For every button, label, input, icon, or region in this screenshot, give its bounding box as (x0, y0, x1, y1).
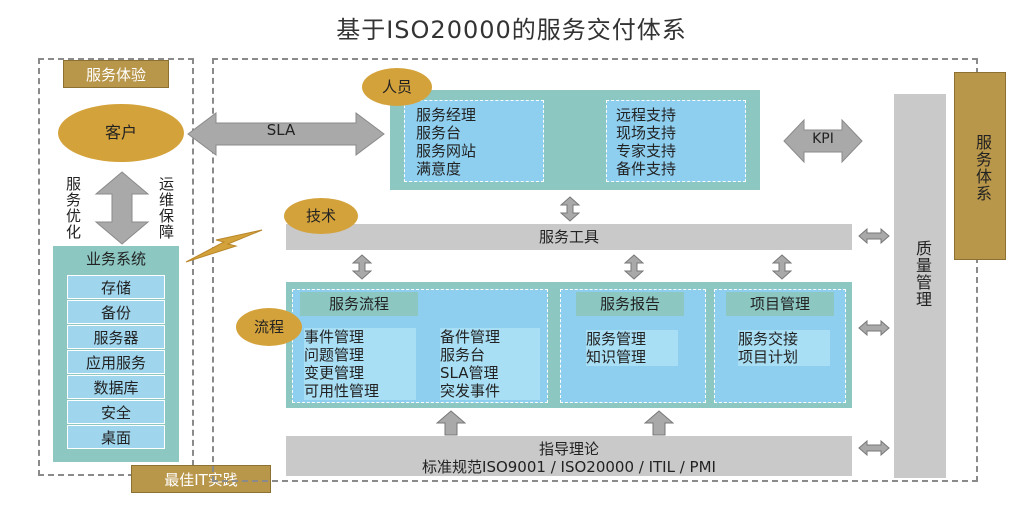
business-item-desktop: 桌面 (67, 425, 165, 449)
project-item: 服务交接 (738, 330, 830, 348)
business-item-server: 服务器 (67, 325, 165, 349)
kpi-arrow-icon (783, 118, 863, 164)
business-item-storage: 存储 (67, 275, 165, 299)
flow-item: 可用性管理 (304, 382, 416, 400)
lightning-icon (185, 229, 263, 263)
service-report-header: 服务报告 (576, 292, 684, 316)
tech-tag: 技术 (284, 198, 358, 234)
people-col1-box (404, 100, 544, 182)
flow-item: 突发事件 (440, 382, 540, 400)
flow-item: 变更管理 (304, 364, 416, 382)
updown-small-arrow-icon (624, 254, 644, 280)
business-item-app-service: 应用服务 (67, 350, 165, 374)
people-item: 服务台 (416, 124, 462, 142)
flow-item: 事件管理 (304, 328, 416, 346)
flow-item: 服务台 (440, 346, 540, 364)
quality-management-label: 质量管理 (913, 240, 932, 308)
service-optimize-label: 服务优化 (64, 176, 82, 240)
people-col2-box (606, 100, 746, 182)
business-systems-header: 业务系统 (85, 250, 146, 268)
left-panel-frame (38, 58, 194, 476)
flow-item: SLA管理 (440, 364, 540, 382)
service-system-bar (954, 72, 1006, 260)
up-arrow-icon (436, 410, 466, 436)
kpi-label: KPI (812, 131, 834, 147)
diagram-title: 基于ISO20000的服务交付体系 (336, 16, 687, 44)
business-item-security: 安全 (67, 400, 165, 424)
project-management-header: 项目管理 (726, 292, 834, 316)
business-item-database: 数据库 (67, 375, 165, 399)
leftright-arrow-icon (858, 440, 890, 456)
service-experience-label: 服务体验 (63, 60, 169, 88)
updown-small-arrow-icon (352, 254, 372, 280)
flow-item: 问题管理 (304, 346, 416, 364)
people-item: 备件支持 (616, 160, 677, 178)
main-frame (212, 58, 978, 482)
people-item: 现场支持 (616, 124, 677, 142)
people-item: 服务网站 (416, 142, 477, 160)
project-item: 项目计划 (738, 348, 830, 366)
updown-small-arrow-icon (772, 254, 792, 280)
customer-node: 客户 (58, 104, 184, 162)
guidance-standards: 标准规范ISO9001 / ISO20000 / ITIL / PMI (422, 458, 716, 476)
business-item-backup: 备份 (67, 300, 165, 324)
updown-small-arrow-icon (560, 196, 580, 222)
people-tag: 人员 (362, 68, 432, 106)
best-it-practice-label: 最佳IT实践 (131, 465, 271, 493)
guidance-bar (286, 436, 852, 476)
flow-item: 备件管理 (440, 328, 540, 346)
updown-arrow-icon (94, 171, 150, 245)
people-item: 服务经理 (416, 106, 477, 124)
ops-support-label: 运维保障 (157, 176, 175, 240)
report-item: 服务管理 (586, 330, 678, 348)
service-flow-header: 服务流程 (300, 292, 418, 316)
sla-arrow-icon (187, 112, 385, 156)
guidance-title: 指导理论 (538, 440, 599, 458)
report-item: 知识管理 (586, 348, 678, 366)
up-arrow-icon (644, 410, 674, 436)
people-item: 满意度 (416, 160, 462, 178)
service-system-label: 服务体系 (973, 134, 992, 202)
leftright-arrow-icon (858, 320, 890, 336)
sla-label: SLA (266, 121, 296, 139)
service-tools-bar: 服务工具 (286, 224, 852, 250)
leftright-arrow-icon (858, 228, 890, 244)
people-item: 远程支持 (616, 106, 677, 124)
people-item: 专家支持 (616, 142, 677, 160)
process-tag: 流程 (236, 308, 302, 346)
quality-management-bar (894, 94, 946, 478)
